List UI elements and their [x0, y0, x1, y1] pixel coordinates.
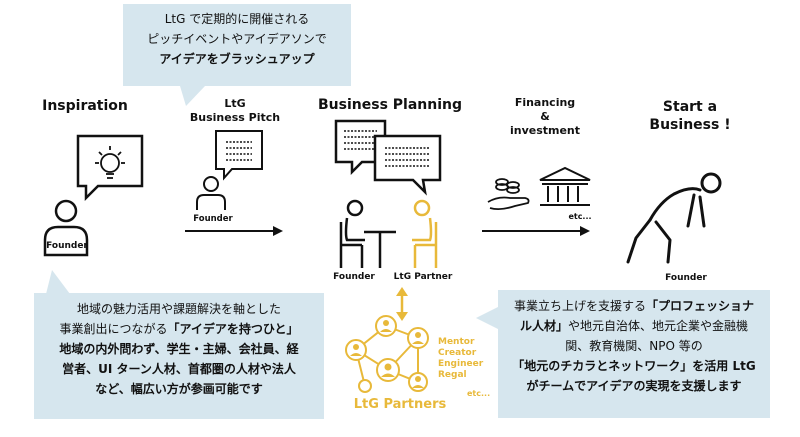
left-callout-line-4: 営者、UI ターン人材、首都圏の人材や法人 [62, 362, 296, 376]
left-callout-line-2: 事業創出につながる「アイデアを持つひと」 [34, 319, 324, 339]
stage-title-start: Start a Business ! [630, 98, 750, 134]
top-callout-line-2: ピッチイベントやアイデアソンで [147, 32, 327, 46]
label-financing-etc: etc... [568, 212, 592, 221]
stage-title-financing-line-3: investment [509, 124, 581, 137]
label-ltg-partner: LtG Partner [393, 272, 453, 282]
stage-title-pitch-line-1: LtG [224, 97, 246, 110]
partner-role-mentor: Mentor [438, 337, 475, 347]
partner-role-regal: Regal [438, 370, 467, 380]
right-callout-line-2: ル人材」や地元自治体、地元企業や金融機 [498, 316, 770, 336]
partner-role-engineer: Engineer [438, 359, 484, 369]
right-callout-line-2a: ル人材」 [519, 319, 568, 333]
partner-role-creator: Creator [438, 348, 477, 358]
stage-title-inspiration: Inspiration [42, 98, 128, 114]
partners-etc: etc... [467, 389, 491, 398]
right-callout-line-1: 事業立ち上げを支援する「プロフェッショナ [498, 296, 770, 316]
label-founder-pitch: Founder [193, 214, 233, 224]
left-callout-line-3: 地域の内外問わず、学生・主婦、会社員、経 [59, 342, 299, 356]
top-callout-line-3: アイデアをブラッシュアップ [159, 52, 315, 66]
right-callout-line-4b: を活用 LtG [692, 359, 756, 373]
stage-title-financing: Financing & investment [495, 96, 595, 138]
stage-title-pitch-line-2: Business Pitch [189, 111, 281, 124]
top-callout-line-1: LtG で定期的に開催される [164, 12, 310, 26]
label-founder-start: Founder [665, 273, 707, 283]
partners-roles: Mentor Creator Engineer Regal [438, 337, 498, 381]
stage-title-planning: Business Planning [318, 97, 462, 113]
top-callout: LtG で定期的に開催される ピッチイベントやアイデアソンで アイデアをブラッシ… [123, 4, 351, 86]
left-callout-line-2b: 「アイデアを持つひと」 [167, 322, 299, 336]
right-callout-line-3: 関、教育機関、NPO 等の [565, 339, 703, 353]
stage-title-start-line-2: Business ! [649, 117, 731, 133]
stage-title-financing-line-1: Financing [514, 96, 576, 109]
right-callout-line-2b: や地元自治体、地元企業や金融機 [568, 319, 749, 333]
right-callout-line-1b: 「プロフェッショナ [646, 299, 755, 313]
left-callout: 地域の魅力活用や課題解決を軸とした 事業創出につながる「アイデアを持つひと」 地… [34, 293, 324, 419]
stage-title-pitch: LtG Business Pitch [180, 97, 290, 125]
label-founder-inspiration: Founder [46, 241, 88, 251]
right-callout: 事業立ち上げを支援する「プロフェッショナ ル人材」や地元自治体、地元企業や金融機… [498, 290, 770, 418]
stage-title-financing-line-2: & [540, 110, 550, 123]
left-callout-line-1: 地域の魅力活用や課題解決を軸とした [76, 302, 281, 316]
left-callout-line-2a: 事業創出につながる [59, 322, 168, 336]
right-callout-line-4: 「地元のチカラとネットワーク」を活用 LtG [498, 356, 770, 376]
right-callout-line-4a: 「地元のチカラとネットワーク」 [512, 359, 693, 373]
right-callout-line-1a: 事業立ち上げを支援する [513, 299, 646, 313]
stage-title-start-line-1: Start a [662, 99, 718, 115]
label-founder-planning: Founder [333, 272, 375, 282]
right-callout-line-5: がチームでアイデアの実現を支援します [526, 379, 742, 393]
partners-title: LtG Partners [353, 397, 447, 412]
left-callout-line-5: など、幅広い方が参画可能です [95, 382, 263, 396]
